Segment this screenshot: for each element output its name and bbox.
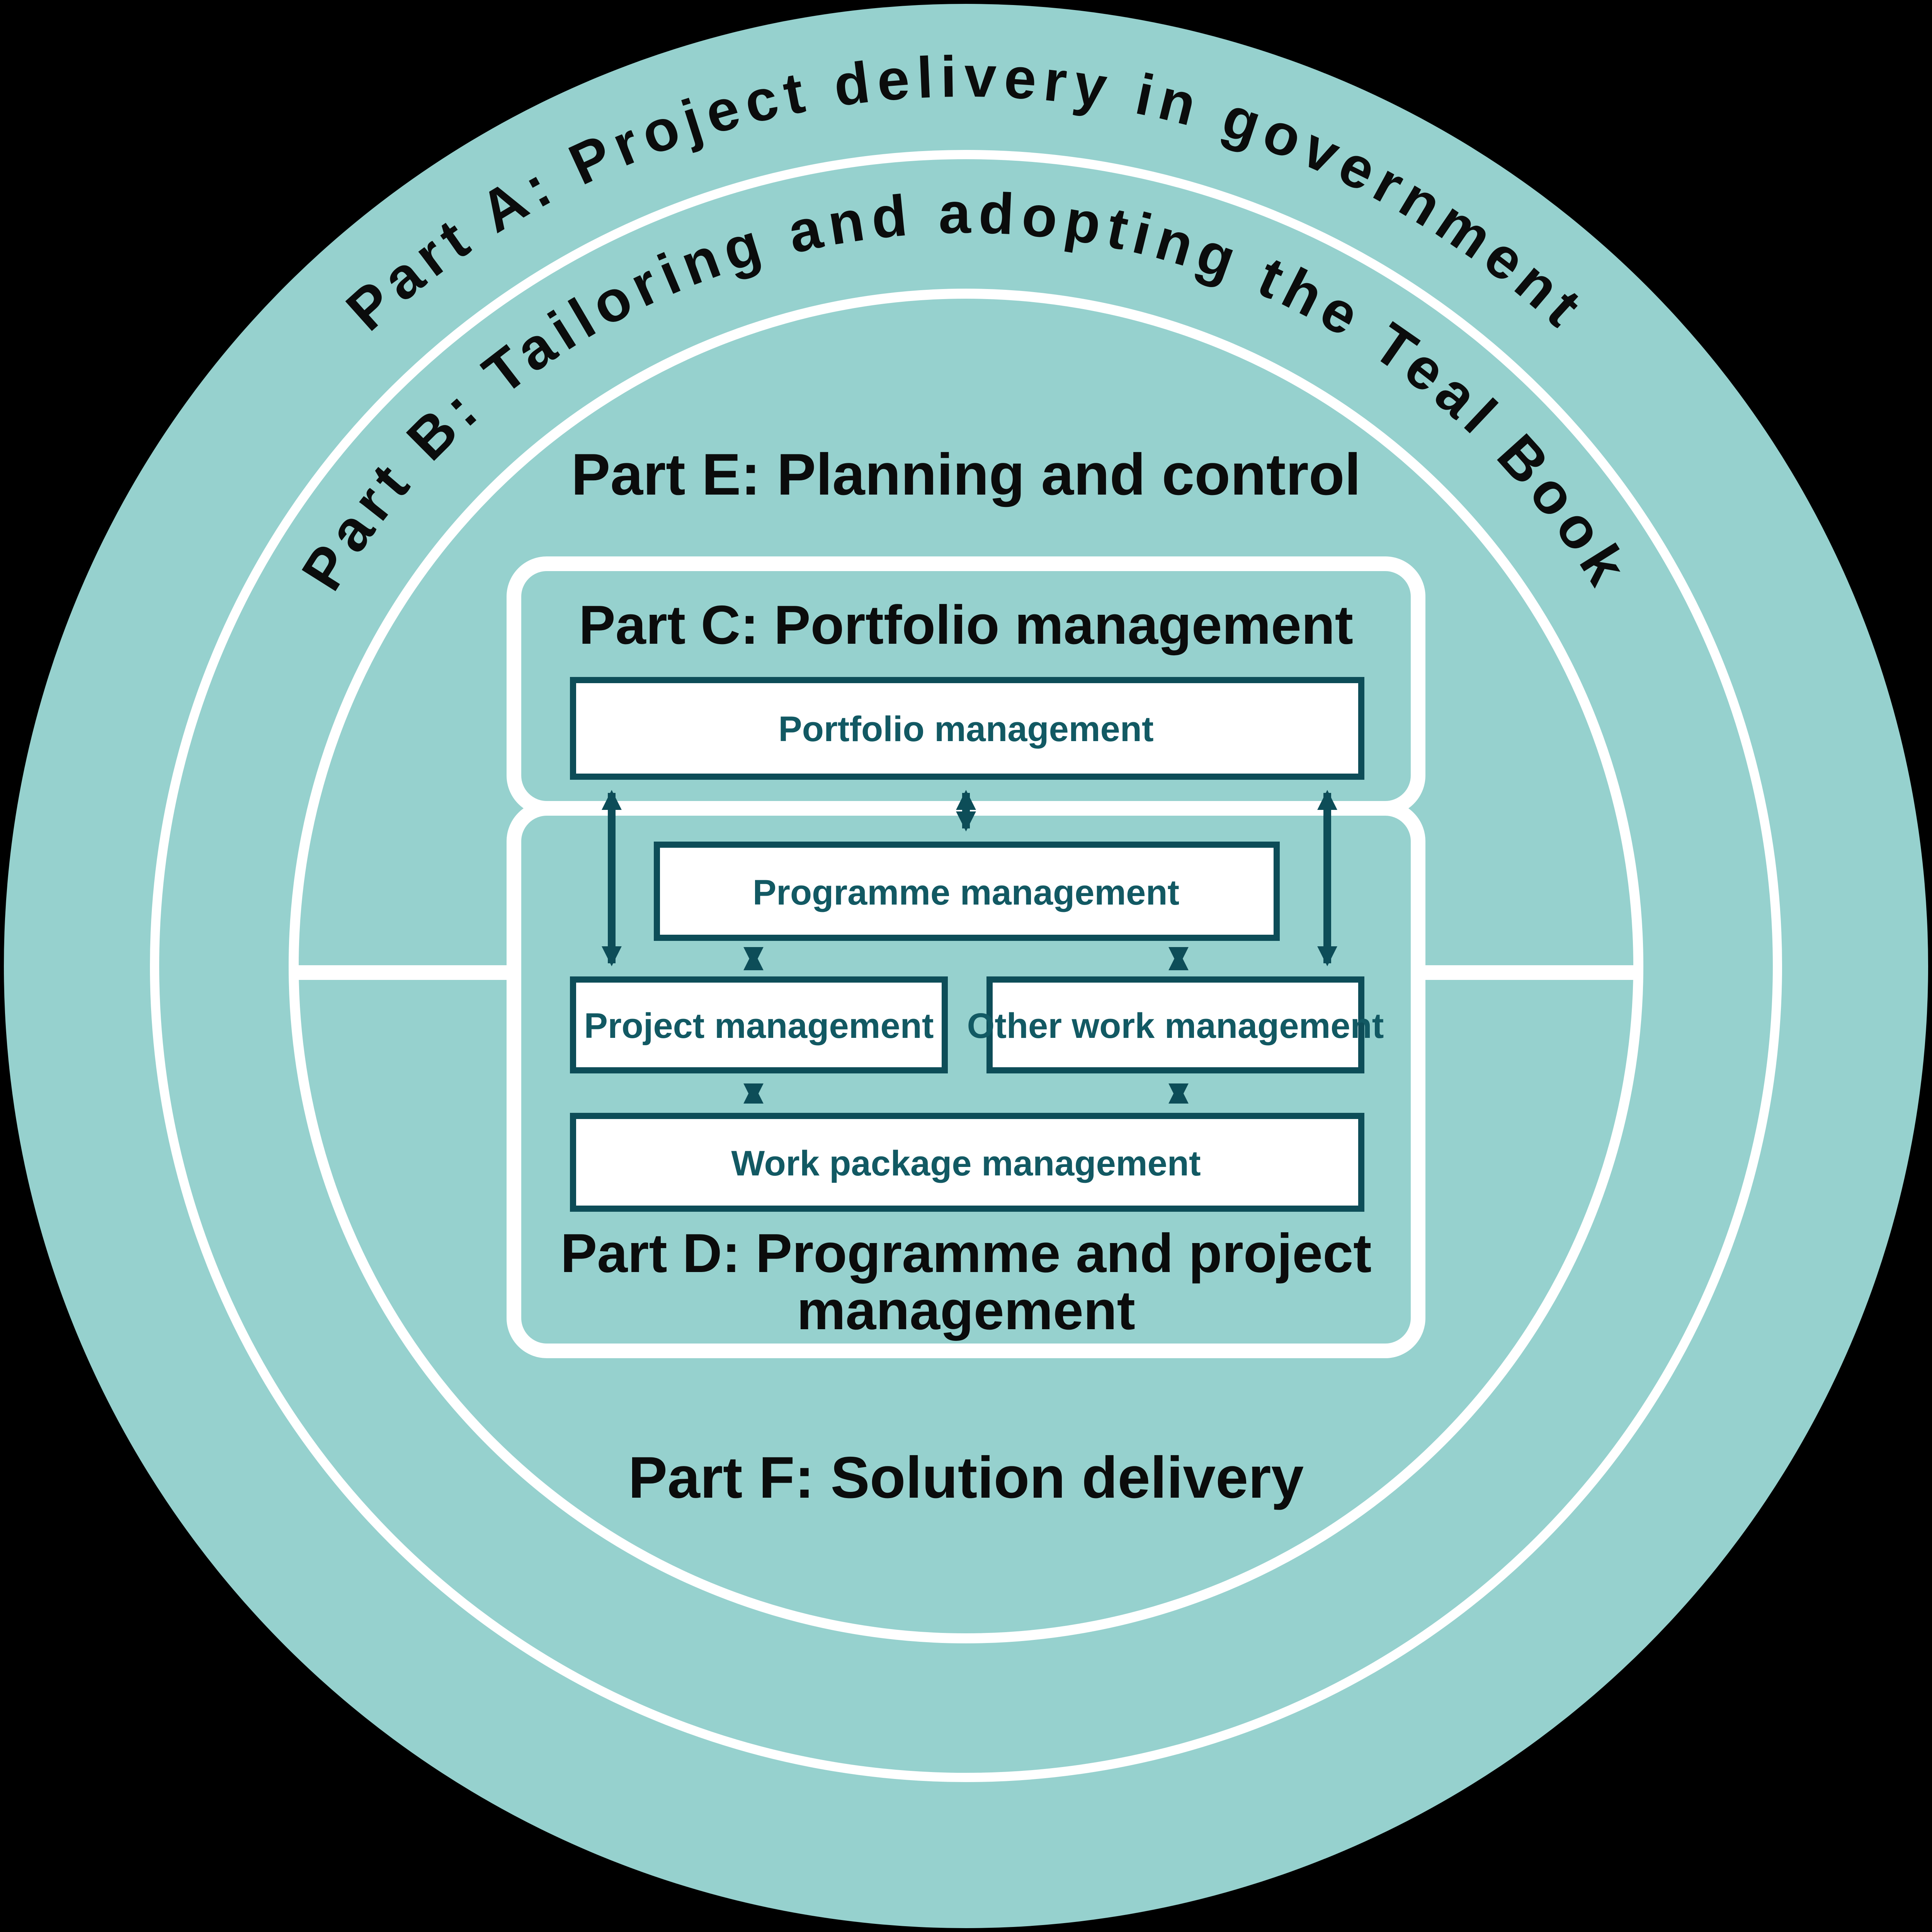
project-management-label: Project management [584,1006,934,1046]
portfolio-management-label: Portfolio management [778,709,1153,749]
portfolio-management-box: Portfolio management [570,677,1364,780]
other-work-management-box: Other work management [967,976,1384,1073]
part-d-heading-line1: Part D: Programme and project [561,1223,1372,1284]
programme-management-box: Programme management [654,842,1280,941]
ring-separator-b-inner [289,289,1643,1643]
work-package-management-box: Work package management [570,1113,1364,1212]
programme-management-label: Programme management [753,873,1179,912]
zone-label-part-e: Part E: Planning and control [571,442,1361,507]
work-package-management-label: Work package management [731,1144,1201,1183]
project-management-box: Project management [570,976,948,1073]
part-c-heading: Part C: Portfolio management [579,594,1353,656]
divider-e-f-left [294,965,514,980]
ring-separator-a-b [150,150,1782,1782]
divider-e-f-right [1418,965,1638,980]
part-d-heading-line2: management [797,1280,1135,1341]
connector-arrows [602,790,1337,1104]
other-work-management-label: Other work management [967,1006,1384,1046]
zone-label-part-f: Part F: Solution delivery [628,1445,1304,1510]
